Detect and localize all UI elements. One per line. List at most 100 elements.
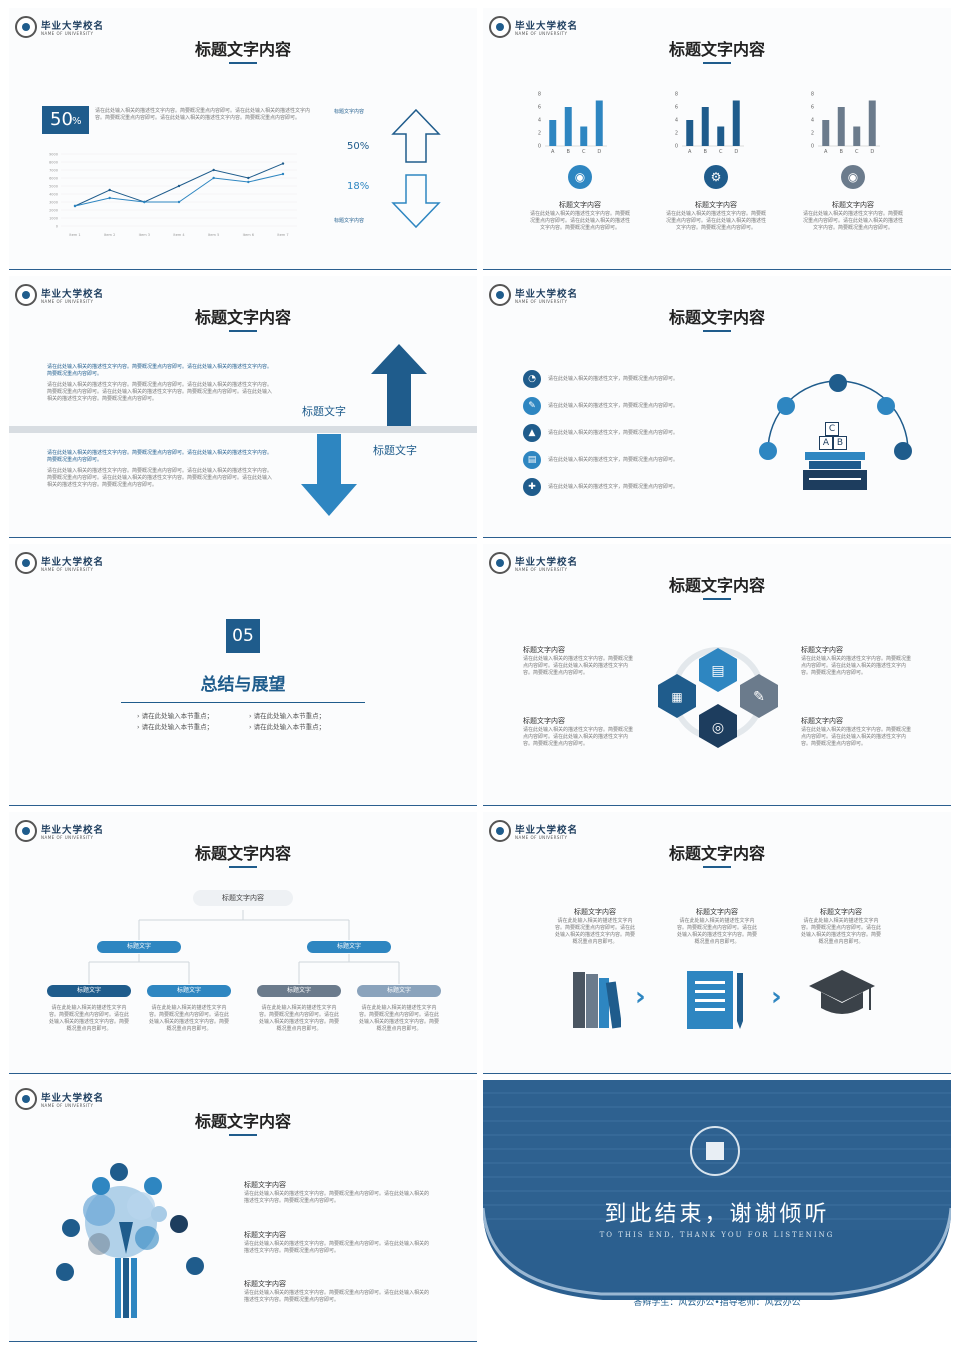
item-desc: 请在此处输入相关的描述性文字内容。简要概况重点内容即可。请在此处输入相关的描述性… (244, 1290, 430, 1303)
y-tick-label: 8 (538, 92, 541, 98)
books-icon (573, 972, 621, 1029)
y-tick-label: 4 (811, 118, 814, 124)
y-tick-label: 3000 (49, 201, 58, 205)
item-desc: 请在此处输入相关的描述性文字内容。简要概况重点内容即可。请在此处输入相关的描述性… (530, 211, 631, 231)
item-desc: 请在此处输入相关的描述性文字内容。简要概况重点内容即可。请在此处输入相关的描述性… (677, 918, 758, 945)
slide-6[interactable]: 毕业大学校名 NAME OF UNIVERSITY 标题文字内容 标题文字内容 … (483, 544, 951, 806)
seal-icon (489, 552, 511, 574)
svg-text:▤: ▤ (711, 663, 724, 679)
y-tick-label: 4 (538, 118, 541, 124)
leaf-desc: 请在此处输入相关的描述性文字内容。简要概况重点内容即可。请在此处输入相关的描述性… (149, 1005, 230, 1032)
y-tick-label: 0 (56, 225, 58, 229)
list-item: 请在此处输入相关的描述性文字，简要概况重点内容即可。 (548, 484, 679, 490)
data-point (281, 162, 285, 165)
data-point (177, 200, 181, 204)
ending-subtitle: TO THIS END, THANK YOU FOR LISTENING (599, 1231, 835, 1239)
percent-badge: 50% (42, 106, 89, 134)
y-tick-label: 0 (811, 144, 814, 150)
x-tick-label: Item 5 (208, 233, 219, 237)
slide-title: 标题文字内容 (194, 308, 291, 327)
data-point (108, 196, 111, 200)
item-title: 标题文字内容 (696, 908, 738, 916)
org-leaf: 标题文字 (357, 985, 441, 997)
seal-icon (489, 284, 511, 306)
x-tick-label: D (597, 149, 601, 155)
line-chart: 9000800070006000500040003000200010000Ite… (49, 153, 297, 237)
leaf-desc: 请在此处输入相关的描述性文字内容。简要概况重点内容即可。请在此处输入相关的描述性… (49, 1005, 130, 1032)
bar (822, 120, 830, 146)
item-desc: 请在此处输入相关的描述性文字内容。简要概况重点内容即可。请在此处输入相关的描述性… (244, 1241, 430, 1254)
up-value: 50% (347, 141, 370, 152)
data-point (143, 200, 146, 204)
org-leaf: 标题文字 (47, 985, 131, 997)
x-tick-label: A (824, 149, 828, 155)
knowledge-arc-illustration (759, 374, 912, 490)
bar (595, 100, 603, 146)
hexagon-cluster: ▤ ✎ ▦ ◎ (658, 647, 778, 748)
slide-3[interactable]: 毕业大学校名 NAME OF UNIVERSITY 标题文字内容 请在此处输入相… (9, 276, 477, 538)
list-item: 请在此处输入相关的描述性文字，简要概况重点内容即可。 (548, 376, 679, 382)
item-desc: 请在此处输入相关的描述性文字内容。简要概况重点内容即可。请在此处输入相关的描述性… (523, 656, 634, 676)
section-number: 05 (226, 619, 260, 653)
bar (580, 126, 588, 146)
seal-icon (489, 16, 511, 38)
letter-block: C (825, 422, 839, 436)
slide-5[interactable]: 毕业大学校名 NAME OF UNIVERSITY 05 总结与展望 › 请在此… (9, 544, 477, 806)
item-title: 标题文字内容 (801, 717, 843, 725)
ending-footer: 答辩学生：风云办公•指导老师：风云办公 (633, 1298, 801, 1308)
y-tick-label: 6 (538, 105, 541, 111)
description-text: 请在此处输入相关的描述性文字内容。简要概况重点内容即可。请在此处输入相关的描述性… (95, 108, 311, 121)
item-title: 标题文字内容 (244, 1280, 286, 1288)
slide-4[interactable]: 毕业大学校名 NAME OF UNIVERSITY 标题文字内容 ◔ 请在此处输… (483, 276, 951, 538)
up-label: 标题文字 (302, 405, 346, 418)
slide-10-ending[interactable]: 到此结束，谢谢倾听 TO THIS END, THANK YOU FOR LIS… (483, 1080, 951, 1342)
svg-text:✎: ✎ (753, 689, 765, 705)
slide-title: 标题文字内容 (668, 844, 765, 863)
chevron-right-icon: › (635, 982, 646, 1012)
x-tick-label: A (551, 149, 555, 155)
y-tick-label: 2 (811, 131, 814, 137)
item-desc: 请在此处输入相关的描述性文字内容。简要概况重点内容即可。请在此处输入相关的描述性… (801, 656, 912, 676)
org-leaf: 标题文字 (147, 985, 231, 997)
item-title: 标题文字内容 (820, 908, 862, 916)
bar (717, 126, 725, 146)
up-arrow-icon (391, 108, 441, 163)
block-heading: 请在此处输入相关的描述性文字内容。简要概况重点内容即可。请在此处输入相关的描述性… (47, 364, 273, 377)
chart-icon: ◔ (523, 370, 541, 388)
y-tick-label: 2000 (49, 209, 58, 213)
down-value: 18% (347, 181, 370, 192)
item-title: 标题文字内容 (523, 646, 565, 654)
down-arrow-icon (391, 174, 441, 229)
x-tick-label: Item 4 (173, 233, 185, 237)
item-title: 标题文字内容 (244, 1231, 286, 1239)
slide-title: 标题文字内容 (668, 308, 765, 327)
y-tick-label: 2 (538, 131, 541, 137)
bar (686, 120, 694, 146)
y-tick-label: 0 (675, 144, 678, 150)
slide-1[interactable]: 毕业大学校名 NAME OF UNIVERSITY 标题文字内容 50% 请在此… (9, 8, 477, 270)
slide-7[interactable]: 毕业大学校名 NAME OF UNIVERSITY 标题文字内容 标题文字内容 … (9, 812, 477, 1074)
x-tick-label: B (704, 149, 708, 155)
leaf-desc: 请在此处输入相关的描述性文字内容。简要概况重点内容即可。请在此处输入相关的描述性… (359, 1005, 440, 1032)
y-tick-label: 7000 (49, 169, 58, 173)
y-tick-label: 4 (675, 118, 678, 124)
slide-title: 标题文字内容 (668, 40, 765, 59)
slide-8[interactable]: 毕业大学校名 NAME OF UNIVERSITY 标题文字内容 标题文字内容 … (483, 812, 951, 1074)
org-node: 标题文字 (307, 941, 391, 953)
y-tick-label: 0 (538, 144, 541, 150)
x-tick-label: B (840, 149, 844, 155)
down-label: 标题文字 (373, 444, 417, 457)
slide-9[interactable]: 毕业大学校名 NAME OF UNIVERSITY 标题文字内容 标题文字内容 … (9, 1080, 477, 1342)
y-tick-label: 8000 (49, 161, 58, 165)
point-2: › 请在此处输入本节重点； (249, 712, 326, 720)
graduation-cap-icon (809, 970, 875, 1014)
item-desc: 请在此处输入相关的描述性文字内容。简要概况重点内容即可。请在此处输入相关的描述性… (801, 727, 912, 747)
y-tick-label: 9000 (49, 153, 58, 157)
pencil-icon: ✎ (523, 397, 541, 415)
item-desc: 请在此处输入相关的描述性文字内容。简要概况重点内容即可。请在此处输入相关的描述性… (666, 211, 767, 231)
slide-title: 标题文字内容 (194, 844, 291, 863)
x-tick-label: C (855, 149, 859, 155)
x-tick-label: C (582, 149, 586, 155)
